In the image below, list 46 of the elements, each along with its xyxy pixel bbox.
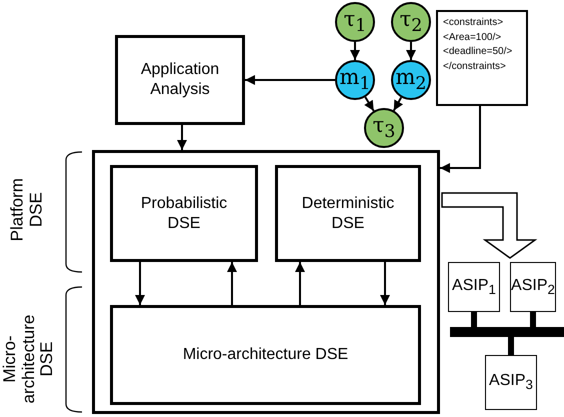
arrow: [227, 262, 237, 305]
process-box: [110, 305, 421, 405]
processor-box: [510, 262, 556, 312]
processor-box: [485, 355, 537, 410]
connector-line: [471, 312, 477, 327]
task-circle: [391, 2, 431, 42]
processor-box: [448, 262, 500, 312]
constraint-line: <Area=100/>: [443, 30, 502, 44]
node-label: ASIP$_{1}$: [452, 276, 496, 298]
dse-frame: [92, 150, 440, 414]
node-label: Deterministic DSE: [300, 194, 396, 234]
constraints-box: [436, 10, 528, 106]
arrow: [406, 42, 416, 60]
connector-line: [530, 312, 536, 327]
hollow-arrow: [441, 192, 538, 259]
arrow: [440, 106, 481, 173]
phase-label: Micro-architecture DSE: [0, 314, 58, 406]
node-label: Probabilistic DSE: [140, 194, 228, 234]
process-box: [275, 165, 421, 262]
arrow: [177, 125, 187, 150]
connector-line: [508, 337, 514, 355]
arrow: [364, 96, 375, 112]
node-label: ASIP$_{3}$: [489, 371, 533, 394]
constraint-line: <constraints>: [443, 16, 504, 30]
node-label: Application Analysis: [140, 60, 220, 100]
node-symbol: τ$_{3}$: [372, 113, 396, 143]
process-box: [110, 165, 258, 262]
constraint-line: <deadline=50/>: [443, 45, 512, 59]
task-circle: [335, 2, 375, 42]
task-circle: [364, 108, 404, 148]
arrow: [392, 96, 404, 112]
process-box: [115, 35, 245, 125]
phase-label: Platform DSE: [8, 177, 46, 244]
bus-bar: [450, 327, 564, 337]
constraint-line: </constraints>: [443, 60, 506, 74]
node-symbol: m$_{2}$: [395, 65, 427, 95]
arrow: [295, 262, 305, 305]
arrow: [380, 262, 390, 305]
arrow: [245, 75, 335, 85]
node-label: ASIP$_{2}$: [511, 276, 555, 298]
node-symbol: τ$_{1}$: [344, 7, 366, 37]
node-symbol: m$_{1}$: [339, 65, 371, 95]
node-symbol: τ$_{2}$: [400, 7, 422, 37]
arrow: [135, 262, 145, 305]
arrow: [350, 42, 360, 60]
node-label: Micro-architecture DSE: [182, 345, 348, 365]
